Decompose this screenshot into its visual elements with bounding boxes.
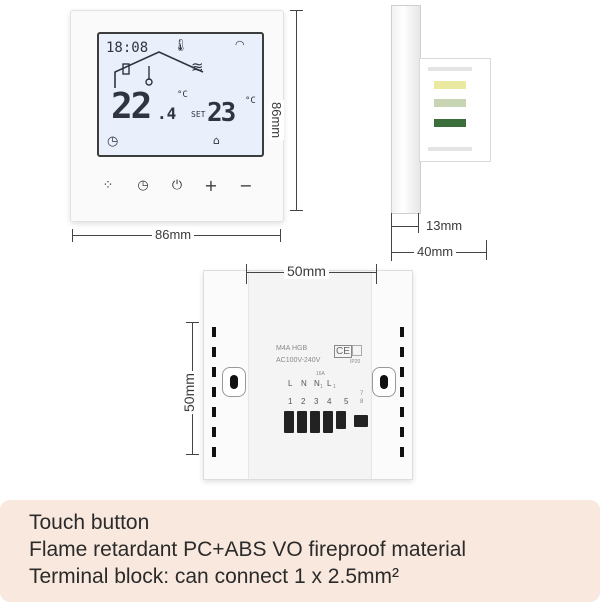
front-height-tick-top [290, 10, 303, 11]
side-connector-light [434, 99, 466, 107]
vent-slot [400, 447, 404, 457]
mounting-hole-right [372, 367, 396, 397]
current-label: 16A [316, 371, 325, 377]
class-mark-icon [352, 345, 362, 356]
mounting-hole-left [222, 367, 246, 397]
heating-icon: ≋ [191, 58, 204, 76]
back-height-tick-top [186, 322, 199, 323]
room-temperature: 22 [111, 86, 152, 127]
side-connector-yellow [434, 81, 466, 89]
side-tick-mid [418, 213, 419, 233]
terminal-screw [323, 411, 333, 433]
back-module [248, 271, 372, 479]
side-tick-right [486, 240, 487, 260]
back-height-tick-bottom [186, 454, 199, 455]
thermostat-back-view: M4A HGB AC100V-240V CE IP20 16A L N N L … [203, 270, 413, 480]
thermostat-front-view: 18:08 🌡 ◠ ≋ 22 .4 °C SET 23 °C ◷ ⌂ ⁘ ◷ ⏻… [70, 10, 284, 222]
vent-slot [400, 427, 404, 437]
front-width-label: 86mm [152, 227, 195, 242]
front-width-tick-left [72, 229, 73, 242]
terminal-legend: L N N L 1 1 1 2 3 4 5 7 8 [288, 379, 368, 409]
vent-slot [212, 327, 216, 337]
set-temperature: 23 [207, 98, 236, 128]
ip-label: IP20 [350, 359, 361, 365]
schedule-clock-icon: ◷ [107, 134, 119, 149]
terminal-letter: N [314, 379, 320, 388]
wifi-icon: ◠ [235, 38, 245, 51]
model-label: M4A HGB [276, 345, 308, 352]
vent-slot [400, 387, 404, 397]
terminal-screw [284, 411, 294, 433]
terminal-number: 3 [314, 397, 319, 406]
terminal-number: 5 [344, 397, 349, 406]
feature-info-box: Touch button Flame retardant PC+ABS VO f… [0, 500, 600, 602]
terminal-extra: 8 [360, 399, 364, 405]
vent-slot [212, 447, 216, 457]
back-height-label: 50mm [181, 371, 197, 414]
terminal-letter: N [301, 379, 307, 388]
set-temperature-unit: °C [245, 96, 256, 106]
back-width-tick-right [376, 264, 377, 284]
room-temperature-unit: °C [177, 90, 188, 100]
lcd-display: 18:08 🌡 ◠ ≋ 22 .4 °C SET 23 °C ◷ ⌂ [97, 32, 264, 157]
feature-touch-button: Touch button [29, 511, 150, 534]
menu-button[interactable]: ⁘ [102, 178, 114, 193]
side-depth-small-line [391, 226, 419, 227]
terminal-block [284, 411, 374, 437]
vent-slot [212, 347, 216, 357]
terminal-screw [310, 411, 320, 433]
terminal-subscript: 1 [320, 384, 323, 390]
side-depth-small-label: 13mm [426, 218, 463, 233]
room-temperature-decimal: .4 [157, 104, 177, 123]
vent-slots-left [212, 327, 216, 467]
vent-slot [212, 367, 216, 377]
terminal-extra: 7 [360, 391, 364, 397]
side-depth-total-label: 40mm [414, 244, 457, 259]
plus-button[interactable]: + [204, 176, 218, 195]
ce-mark: CE [334, 345, 352, 358]
back-width-label: 50mm [284, 263, 329, 279]
front-height-line [296, 10, 297, 210]
vent-slot [212, 407, 216, 417]
side-view-body [419, 58, 491, 162]
front-height-label: 86mm [269, 100, 284, 141]
terminal-number: 1 [288, 397, 293, 406]
vent-slot [212, 427, 216, 437]
terminal-number: 2 [301, 397, 306, 406]
thermometer-icon: 🌡 [173, 38, 189, 52]
vent-slot [400, 367, 404, 377]
terminal-screw [297, 411, 307, 433]
clock-readout: 18:08 [106, 40, 149, 56]
terminal-letter: L [327, 379, 332, 388]
vent-slot [400, 407, 404, 417]
minus-button[interactable]: − [239, 176, 253, 195]
front-width-tick-right [280, 229, 281, 242]
front-height-tick-bottom [290, 210, 303, 211]
terminal-screw [354, 415, 368, 427]
voltage-label: AC100V-240V [276, 357, 321, 364]
terminal-subscript: 1 [333, 384, 336, 390]
side-view-faceplate [391, 5, 421, 214]
feature-material: Flame retardant PC+ABS VO fireproof mate… [29, 538, 467, 561]
clock-button[interactable]: ◷ [137, 178, 149, 193]
terminal-screw [336, 411, 346, 429]
vent-slot [212, 387, 216, 397]
vent-slot [400, 327, 404, 337]
vent-slots-right [400, 327, 404, 467]
side-connector-green [434, 119, 466, 127]
terminal-number: 4 [327, 397, 332, 406]
side-tick-left [391, 213, 392, 261]
set-label: SET [191, 110, 206, 119]
side-fin [428, 147, 472, 151]
feature-terminal-block: Terminal block: can connect 1 x 2.5mm² [29, 565, 399, 588]
house-outline-icon [114, 51, 204, 88]
back-width-tick-left [246, 264, 247, 284]
power-button[interactable]: ⏻ [171, 178, 183, 193]
vent-slot [400, 347, 404, 357]
terminal-letter: L [288, 379, 293, 388]
side-fin [428, 67, 472, 71]
home-mode-icon: ⌂ [213, 134, 220, 147]
